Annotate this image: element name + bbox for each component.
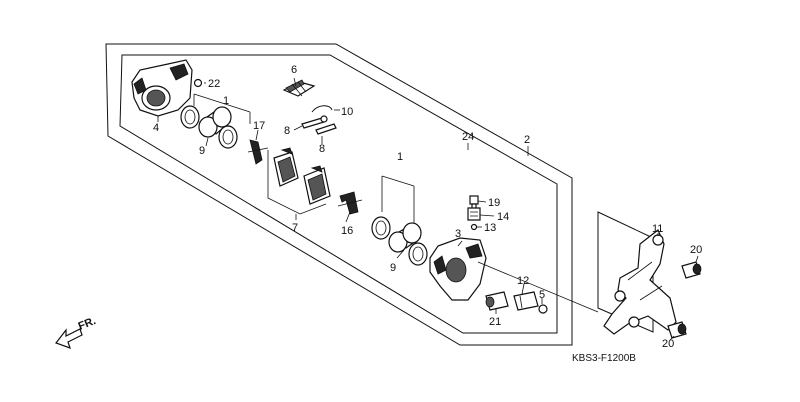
callout-8-left: 8 bbox=[284, 125, 290, 137]
callout-14: 14 bbox=[497, 211, 509, 223]
callout-20-upper: 20 bbox=[690, 244, 702, 256]
callout-8-right: 8 bbox=[319, 143, 325, 155]
leader-lines bbox=[157, 77, 699, 341]
callout-2: 2 bbox=[524, 134, 530, 146]
callout-12: 12 bbox=[517, 275, 529, 287]
callout-7: 7 bbox=[292, 222, 298, 234]
callout-20-lower: 20 bbox=[662, 338, 674, 350]
callout-5: 5 bbox=[539, 289, 545, 301]
bleed-cap-22 bbox=[193, 78, 203, 88]
pad-shim-6 bbox=[282, 79, 316, 97]
caliper-outer-half bbox=[429, 237, 487, 301]
callout-1-upper: 1 bbox=[223, 95, 229, 107]
callout-1-lower: 1 bbox=[397, 151, 403, 163]
callout-11: 11 bbox=[652, 223, 663, 235]
nut-5 bbox=[538, 304, 548, 314]
callout-9-lower: 9 bbox=[390, 262, 396, 274]
callout-4: 4 bbox=[153, 122, 159, 134]
bracket-outline bbox=[597, 211, 654, 333]
assembly-outline-2 bbox=[105, 43, 573, 346]
pad-spring-16 bbox=[337, 191, 363, 215]
bleed-screw-14 bbox=[467, 207, 481, 221]
callout-19: 19 bbox=[488, 197, 500, 209]
piston-seal-upper-left bbox=[180, 105, 200, 129]
pin-bolt-12 bbox=[513, 291, 539, 311]
callout-10: 10 bbox=[341, 106, 353, 118]
callout-17: 17 bbox=[253, 120, 265, 132]
callout-22: 22 bbox=[208, 78, 220, 90]
washer-13 bbox=[470, 223, 478, 231]
piston-upper bbox=[198, 106, 232, 138]
callout-6: 6 bbox=[291, 64, 297, 76]
diagram-code: KBS3-F1200B bbox=[572, 353, 636, 364]
callout-21: 21 bbox=[489, 316, 501, 328]
front-direction-label: FR. bbox=[77, 315, 98, 333]
leader-1-upper bbox=[193, 93, 251, 124]
caliper-inner-half bbox=[131, 59, 193, 117]
pad-spring-17 bbox=[247, 139, 269, 165]
pin-clip-10 bbox=[311, 105, 333, 113]
piston-seal-upper-right bbox=[218, 125, 238, 149]
callout-13: 13 bbox=[484, 222, 496, 234]
bolt-20-lower bbox=[667, 321, 687, 339]
callout-3: 3 bbox=[455, 228, 461, 240]
pad-pin-8-lower bbox=[315, 123, 337, 135]
piston-seal-lower-right bbox=[408, 242, 428, 266]
callout-24: 24 bbox=[462, 131, 474, 143]
brake-pad-left bbox=[273, 147, 299, 187]
piston-seal-lower-left bbox=[371, 216, 391, 240]
bolt-20-upper bbox=[681, 261, 702, 279]
caliper-bracket-11 bbox=[603, 229, 677, 335]
assembly-outline-24 bbox=[119, 54, 558, 334]
pad-pin-8-upper bbox=[301, 115, 328, 129]
callout-16: 16 bbox=[341, 225, 353, 237]
callout-9-upper: 9 bbox=[199, 145, 205, 157]
front-direction-arrow: FR. bbox=[55, 315, 98, 349]
brake-pad-right bbox=[303, 165, 331, 205]
leader-7 bbox=[267, 150, 327, 220]
piston-lower bbox=[388, 222, 422, 253]
bolt-21 bbox=[485, 291, 509, 311]
